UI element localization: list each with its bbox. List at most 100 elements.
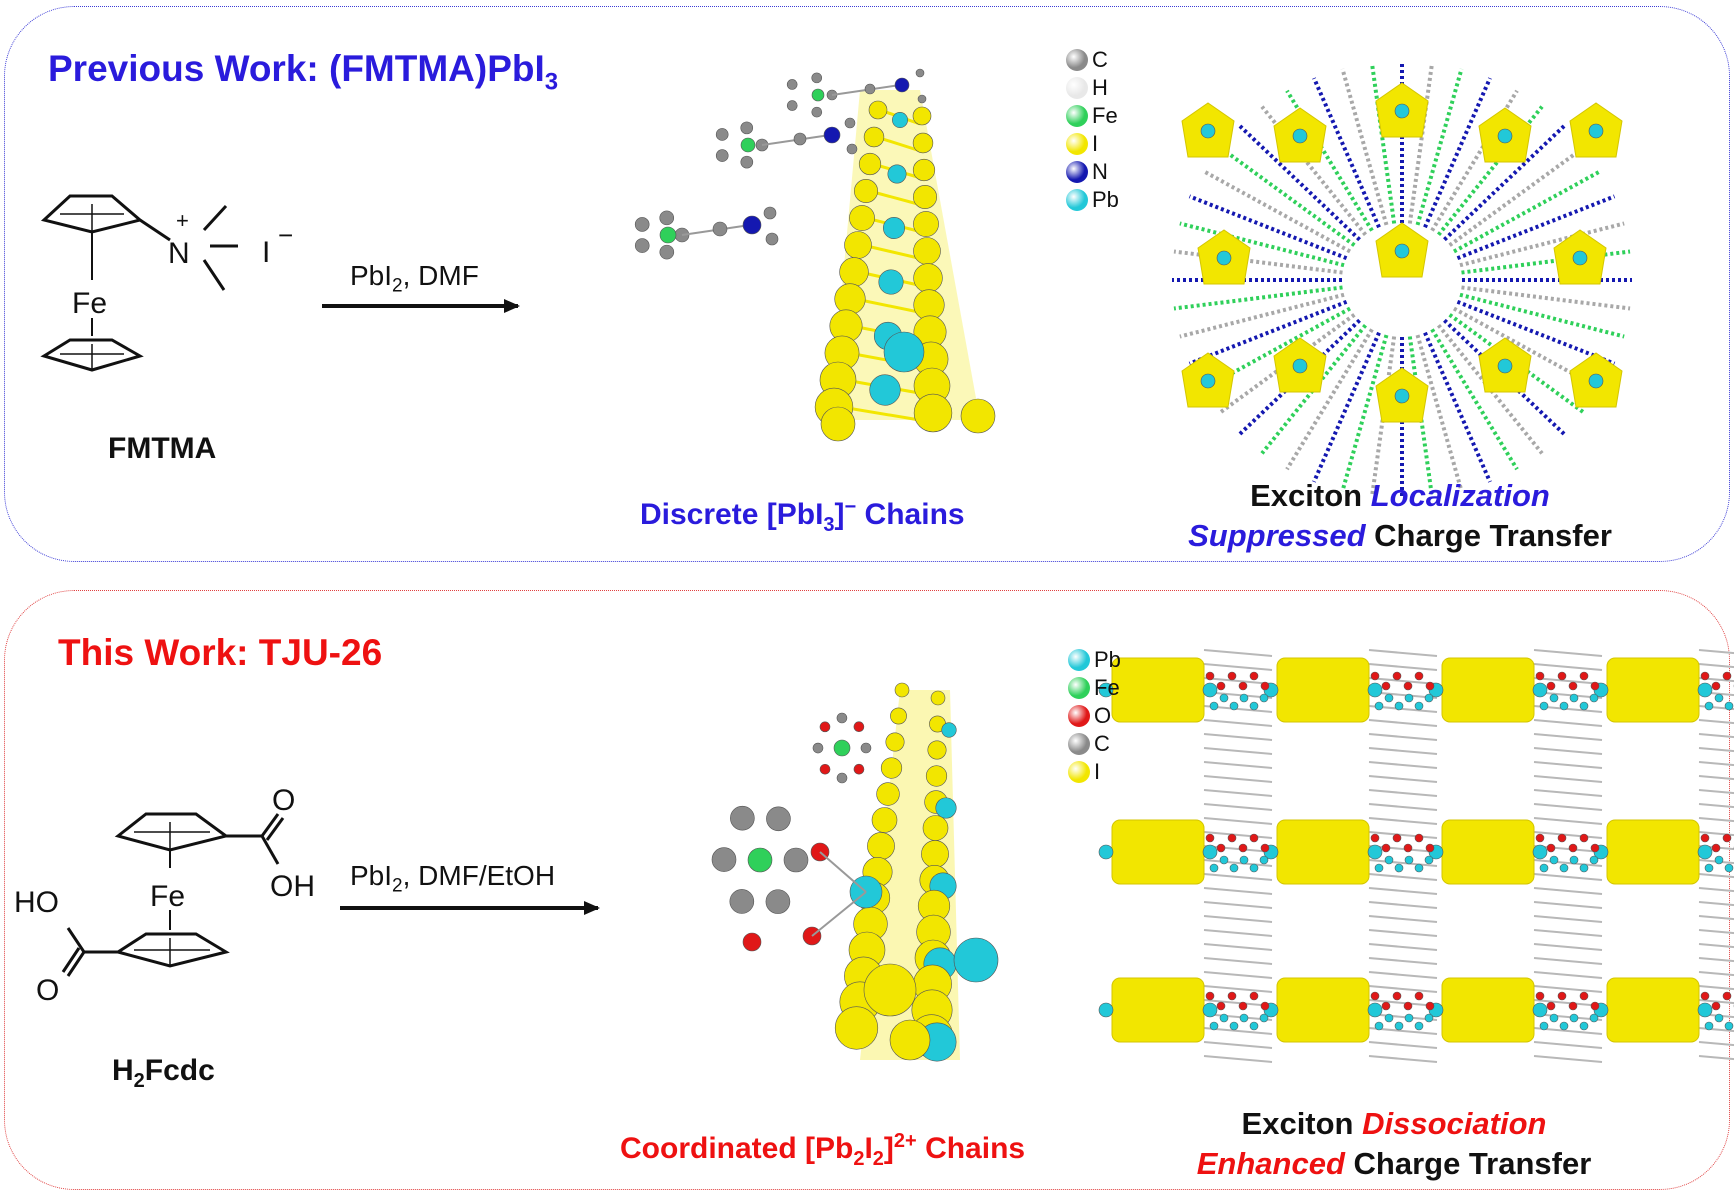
lead-atom (883, 331, 925, 373)
lead-atom (1497, 128, 1513, 144)
lead-atom (1216, 250, 1232, 266)
iodine-atom (913, 263, 943, 293)
oxygen-atom (1249, 833, 1259, 843)
framework-strut (1533, 999, 1603, 1007)
lead-atom (1209, 863, 1219, 873)
oxygen-atom (1392, 991, 1402, 1001)
framework-strut (1368, 719, 1438, 727)
oxygen-atom (1425, 1001, 1435, 1011)
framework-strut (1533, 901, 1603, 909)
top-legend-item: Pb (1066, 186, 1119, 214)
legend-swatch (1066, 105, 1088, 127)
framework-strut (1203, 803, 1273, 811)
framework-strut (1533, 929, 1603, 937)
carbon-atom (659, 210, 675, 226)
lead-atom (1697, 1002, 1713, 1018)
lead-atom (1229, 863, 1239, 873)
framework-strut (1698, 663, 1734, 669)
lead-atom (1559, 863, 1569, 873)
lead-atom (1724, 701, 1734, 711)
framework-strut (1203, 887, 1273, 895)
legend-label: Fe (1092, 103, 1118, 128)
iodine-atom (853, 179, 878, 204)
lead-atom (869, 374, 901, 406)
framework-strut (1533, 873, 1603, 881)
iodine-atom (863, 963, 917, 1017)
carbon-atom (765, 889, 791, 914)
lead-atom (1259, 693, 1269, 703)
framework-strut (1203, 649, 1273, 657)
organic-spoke (1173, 285, 1343, 311)
fragment-atom (812, 742, 824, 754)
lead-atom (1579, 1021, 1589, 1031)
h2fcdc-ho-label: HO (14, 886, 59, 919)
organic-spoke (1459, 292, 1625, 339)
framework-strut (1698, 999, 1734, 1005)
lead-atom (1219, 1013, 1229, 1023)
lead-atom (882, 216, 906, 240)
framework-strut (1368, 733, 1438, 741)
lead-atom (1579, 701, 1589, 711)
coordinated-chain-label: Coordinated [Pb2I2]2+ Chains (620, 1130, 1026, 1170)
lead-atom (1394, 243, 1410, 259)
bottom-legend-item: C (1068, 730, 1121, 758)
carbon-atom (844, 117, 856, 129)
oxygen-atom (1370, 991, 1380, 1001)
lead-atom (1569, 1013, 1579, 1023)
iron-atom (833, 739, 851, 757)
pb2i2-polyhedron (1276, 977, 1370, 1043)
iodine-atom (834, 1006, 879, 1050)
framework-strut (1698, 1041, 1734, 1047)
lead-atom (1374, 701, 1384, 711)
iodine-atom (912, 106, 932, 126)
framework-strut (1533, 943, 1603, 951)
lead-atom (1209, 1021, 1219, 1031)
pb2i2-polyhedron (1111, 977, 1205, 1043)
framework-strut (1533, 985, 1603, 993)
lead-atom (1539, 863, 1549, 873)
top-legend-item: C (1066, 46, 1119, 74)
iodine-atom (913, 393, 953, 433)
carbon-atom (729, 889, 755, 914)
oxygen-atom (1205, 671, 1215, 681)
lead-atom (1394, 1021, 1404, 1031)
oxygen-atom (1392, 833, 1402, 843)
organic-spoke (1415, 334, 1464, 492)
organic-spoke (1218, 313, 1356, 415)
oxygen-atom (1227, 833, 1237, 843)
iodine-atom (930, 690, 946, 706)
chain-bond (862, 243, 923, 261)
oxygen-atom (1579, 671, 1589, 681)
iodine-atom (912, 185, 937, 210)
legend-swatch (1066, 161, 1088, 183)
lead-atom (1549, 1013, 1559, 1023)
fmtma-fe-label: Fe (72, 287, 107, 320)
organic-spoke (1443, 124, 1567, 242)
bottom-legend-item: Fe (1068, 674, 1121, 702)
framework-strut (1533, 1055, 1603, 1063)
iron-atom (740, 137, 756, 153)
framework-strut (1698, 733, 1734, 739)
iodine-atom (912, 132, 934, 154)
legend-label: N (1092, 159, 1108, 184)
top-caption-line1: Exciton Localization (1250, 478, 1550, 513)
nitrogen-atom (894, 77, 910, 93)
lead-atom (1367, 844, 1383, 860)
iodine-atom (849, 205, 875, 231)
oxygen-atom (1227, 991, 1237, 1001)
carbon-atom (765, 232, 779, 246)
framework-strut (1698, 971, 1734, 977)
framework-strut (1533, 845, 1603, 853)
oxygen-atom (1546, 843, 1556, 853)
h2fcdc-oh-label: OH (270, 870, 315, 903)
iodine-atom (885, 732, 905, 752)
previous-work-panel (4, 6, 1730, 562)
lead-atom (1374, 1021, 1384, 1031)
framework-strut (1698, 915, 1734, 921)
top-caption-line2: Suppressed Charge Transfer (1188, 518, 1612, 553)
framework-strut (1698, 1055, 1734, 1061)
oxygen-atom (1568, 1001, 1578, 1011)
framework-strut (1203, 1055, 1273, 1063)
oxygen-atom (1590, 843, 1600, 853)
framework-strut (1533, 915, 1603, 923)
